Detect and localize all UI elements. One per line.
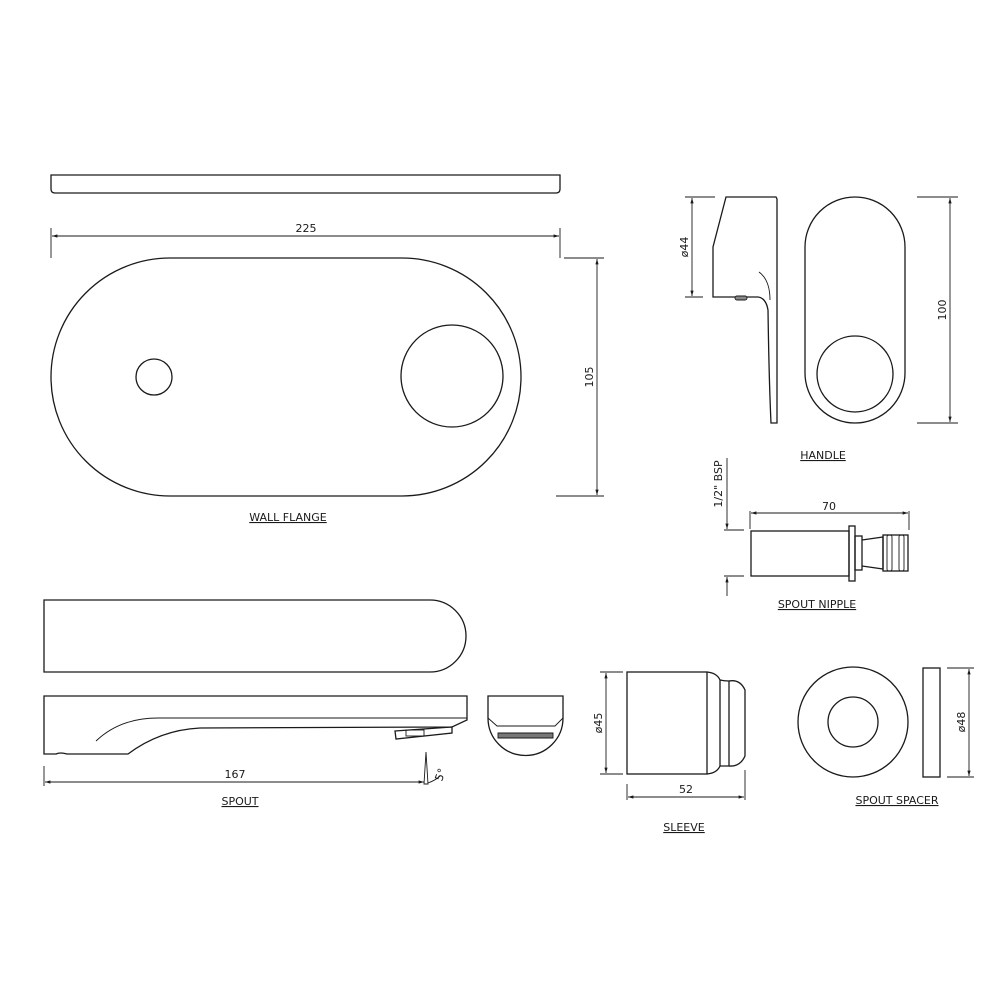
spout-spacer-label: SPOUT SPACER — [855, 794, 938, 807]
spout-view: 167 5° SPOUT — [43, 599, 564, 808]
spout-nipple-oring — [898, 534, 905, 572]
spout-spacer-outer-circle — [797, 666, 909, 778]
sleeve-label: SLEEVE — [663, 821, 705, 834]
handle-diameter-dim: ø44 — [678, 237, 691, 258]
spout-nipple-thread-body — [750, 530, 850, 577]
angle-line — [423, 751, 429, 785]
spout-nipple-label: SPOUT NIPPLE — [778, 598, 856, 611]
spout-nipple-thread-dim: 1/2" BSP — [712, 460, 725, 508]
spout-nipple-neck — [854, 535, 863, 571]
spout-nipple-oring-section — [882, 534, 909, 572]
sleeve-step-3 — [728, 680, 746, 767]
spout-top-view — [43, 599, 467, 673]
spout-spacer-diameter-dim: ø48 — [955, 712, 968, 733]
spout-spacer-side-view — [922, 667, 941, 778]
sleeve-body — [626, 671, 708, 775]
handle-view: ø44 100 HANDLE — [678, 196, 958, 462]
wall-flange-height-dim: 105 — [583, 367, 596, 388]
handle-curve-detail — [758, 271, 771, 301]
spout-end-view — [487, 695, 564, 757]
spout-nipple-length-dim: 70 — [822, 500, 836, 513]
spout-curve-detail — [95, 717, 467, 742]
spout-nipple-taper — [861, 536, 884, 570]
spout-spacer-inner-circle — [827, 696, 879, 748]
spout-spacer-view: ø48 SPOUT SPACER — [797, 666, 974, 807]
angle-arc — [427, 775, 441, 784]
spout-nipple-view: 1/2" BSP 70 SPOUT NIPPLE — [712, 458, 910, 611]
wall-flange-edge-view — [50, 174, 561, 194]
spout-end-detail — [487, 717, 564, 727]
sleeve-step-1 — [706, 671, 721, 775]
wall-flange-small-hole — [135, 358, 173, 396]
handle-height-dim: 100 — [936, 300, 949, 321]
spout-aerator-outlet — [394, 726, 453, 740]
handle-front-outline — [804, 196, 906, 424]
spout-side-view — [43, 695, 468, 755]
sleeve-view: ø45 52 SLEEVE — [592, 671, 746, 834]
sleeve-step-2 — [719, 679, 730, 767]
handle-label: HANDLE — [800, 449, 846, 462]
spout-length-dim: 167 — [225, 768, 246, 781]
sleeve-diameter-dim: ø45 — [592, 713, 605, 734]
wall-flange-face-outline — [50, 257, 522, 497]
spout-aerator-mesh — [497, 732, 554, 739]
handle-set-screw — [734, 295, 748, 301]
handle-side-profile — [712, 196, 778, 424]
wall-flange-label: WALL FLANGE — [249, 511, 327, 524]
spout-label: SPOUT — [221, 795, 258, 808]
wall-flange-large-hole — [400, 324, 504, 428]
wall-flange-view: 225 105 WALL FLANGE — [50, 174, 604, 524]
wall-flange-width-dim: 225 — [296, 222, 317, 235]
spout-aerator — [405, 729, 425, 737]
spout-angle-dim: 5° — [432, 767, 448, 783]
handle-base-circle — [816, 335, 894, 413]
spout-nipple-oring — [886, 534, 893, 572]
spout-nipple-collar — [848, 525, 856, 582]
sleeve-length-dim: 52 — [679, 783, 693, 796]
